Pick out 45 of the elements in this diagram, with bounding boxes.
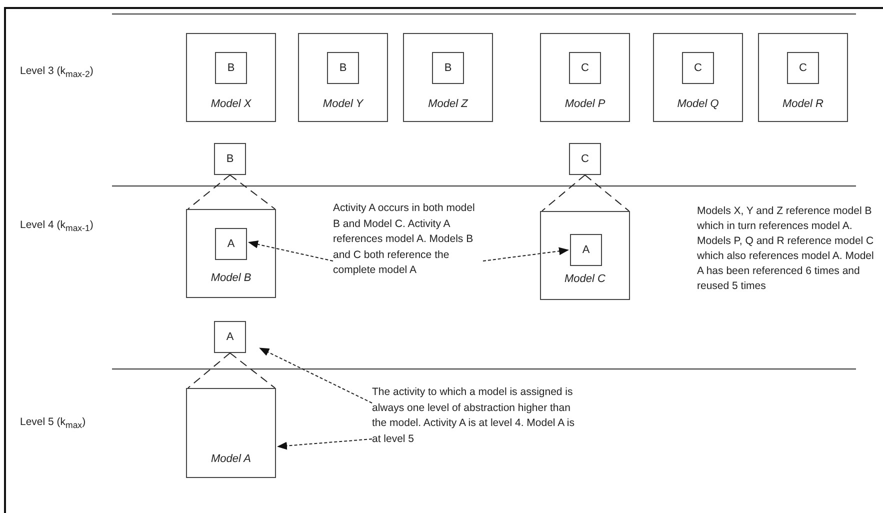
activity-box: A	[214, 321, 246, 353]
reference-arrow	[248, 240, 334, 262]
reference-arrow	[482, 247, 569, 262]
activity-box: C	[569, 52, 601, 84]
model-box	[540, 211, 630, 300]
reference-arrow	[259, 348, 372, 404]
model-label: Model Y	[322, 98, 364, 110]
decomposition-line	[542, 174, 586, 212]
model-label: Model A	[210, 453, 252, 465]
activity-box: B	[215, 52, 247, 84]
model-label: Model C	[564, 273, 606, 285]
model-label: Model Z	[427, 98, 470, 110]
level-label: Level 5 (k$_{max}$)	[20, 415, 87, 432]
decomposition-line	[188, 174, 230, 210]
level-label: Level 4 (k$_{max-1}$)	[20, 218, 94, 236]
activity-box: C	[569, 143, 601, 175]
activity-box: B	[432, 52, 464, 84]
model-box	[186, 33, 276, 122]
decomposition-line	[230, 174, 276, 210]
model-label: Model R	[782, 98, 824, 110]
model-label: Model B	[210, 272, 252, 284]
activity-box: A	[215, 228, 247, 260]
model-box	[403, 33, 493, 122]
model-label: Model P	[564, 98, 606, 110]
decomposition-line	[230, 352, 276, 388]
level-label: Level 3 (k$_{max-2}$)	[20, 64, 94, 82]
decomposition-line	[584, 174, 630, 212]
model-box	[298, 33, 388, 122]
annotation-text: The activity to which a model is assigned is always one level of abstraction higher than the model. Activity A is at level 4. Model A is at level 5	[372, 385, 577, 475]
reference-arrow	[277, 438, 372, 450]
model-label: Model X	[210, 98, 252, 110]
activity-box: C	[787, 52, 819, 84]
annotation-text: Models X, Y and Z reference model B which in turn references model A. Models P, Q and R reference model C which also references model A. Model A has been referenced 6 times and reused 5 times	[697, 204, 875, 294]
activity-box: A	[570, 234, 602, 266]
model-box	[758, 33, 848, 122]
model-box	[186, 388, 276, 478]
model-box	[186, 209, 276, 298]
decomposition-line	[188, 352, 230, 388]
activity-box: B	[214, 143, 246, 175]
annotation-text: Activity A occurs in both model B and Model C. Activity A references model A. Models B and C both reference the complete model A	[333, 201, 483, 321]
model-box	[540, 33, 630, 122]
activity-box: B	[327, 52, 359, 84]
model-box	[653, 33, 743, 122]
activity-box: C	[682, 52, 714, 84]
model-label: Model Q	[676, 98, 720, 110]
